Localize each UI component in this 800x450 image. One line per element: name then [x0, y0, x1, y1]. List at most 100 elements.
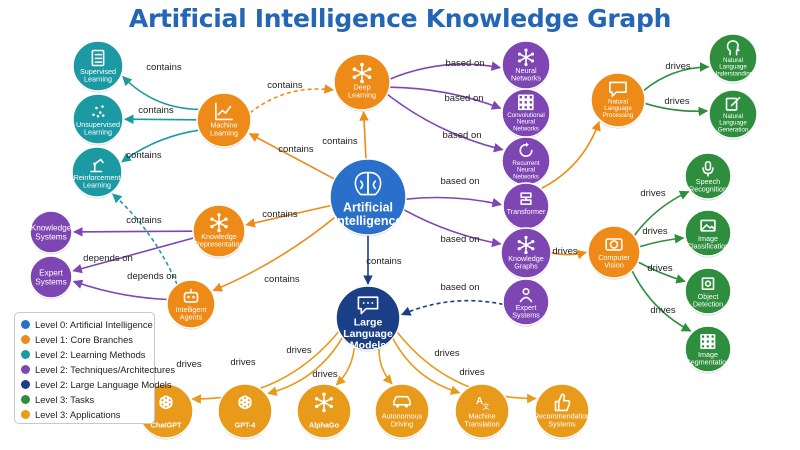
pencil-icon: [725, 96, 741, 111]
legend-swatch: [21, 395, 30, 404]
chart-icon: [215, 102, 233, 121]
node-label: GPT-4: [235, 421, 256, 430]
edge-llm-mt: [392, 337, 461, 395]
edge-kr-ks: [73, 227, 194, 237]
node-label: Classification: [687, 242, 729, 251]
node-label: Expert: [516, 303, 537, 312]
edge-llm-chatgpt: [191, 330, 340, 404]
checklist-icon: [91, 49, 105, 67]
page-title: Artificial Intelligence Knowledge Graph: [128, 4, 672, 33]
edge-label: drives: [230, 357, 256, 368]
node-label: Object: [698, 292, 719, 301]
edge-agents-es2: [72, 279, 168, 301]
edge-cv-imgcls: [639, 234, 685, 248]
speech-bubble-icon: [609, 81, 627, 98]
nodes-icon: [314, 392, 334, 413]
node-label: Networks: [511, 74, 541, 83]
edge-ml-unsup: [124, 114, 198, 125]
edge-label: contains: [278, 144, 314, 155]
grid-icon: [700, 333, 716, 349]
edge-label: contains: [322, 136, 358, 147]
edge-cv-objdet: [637, 261, 686, 284]
node-label: Natural: [723, 113, 743, 120]
network-icon: [352, 62, 372, 84]
legend-swatch: [21, 350, 30, 359]
node-label: Neural: [517, 119, 535, 126]
edge-nlp-nlu: [642, 62, 710, 92]
legend-label: Level 0: Artificial Intelligence: [35, 319, 153, 330]
node-alphago[interactable]: AlphaGo: [296, 383, 352, 440]
node-gpt4[interactable]: GPT-4: [217, 383, 273, 440]
edge-dl-nn: [389, 61, 502, 80]
node-label: AlphaGo: [309, 421, 340, 430]
node-label: Agents: [180, 313, 203, 322]
edge-ai-ml: [248, 132, 335, 180]
node-label: Image: [698, 350, 718, 359]
node-label: Vision: [604, 261, 623, 270]
edge-label: contains: [366, 256, 402, 267]
edge-dl-cnn: [389, 86, 502, 110]
node-label: Intelligent: [176, 305, 207, 314]
legend-label: Level 3: Tasks: [35, 394, 95, 405]
edge-label: contains: [262, 209, 298, 220]
chat-icon: [357, 296, 379, 315]
edge-llm-gpt4: [267, 336, 344, 396]
thumbs-up-icon: [554, 393, 571, 412]
edge-label: contains: [146, 62, 182, 73]
legend-item: Level 0: Artificial Intelligence: [21, 317, 153, 332]
legend-item: Level 1: Core Branches: [21, 332, 148, 347]
node-label: Neural: [517, 167, 535, 174]
legend-item: Level 3: Tasks: [21, 392, 148, 407]
node-transformer[interactable]: Transformer: [502, 182, 550, 231]
edge-ai-kg: [403, 208, 502, 248]
graph-icon: [517, 235, 535, 255]
node-label: Knowledge: [201, 232, 237, 241]
edge-nlp-nlg: [644, 102, 709, 117]
edge-label: drives: [312, 369, 338, 380]
image-icon: [700, 219, 716, 232]
microphone-icon: [702, 160, 714, 177]
edge-llm-auto: [378, 348, 393, 385]
node-label: Learning: [83, 181, 111, 190]
edge-label: drives: [665, 61, 691, 72]
openai-icon: [159, 395, 173, 410]
node-label: Image: [698, 234, 718, 243]
node-label: Understanding: [713, 70, 754, 77]
edge-label: contains: [126, 215, 162, 226]
edge-label: based on: [442, 130, 481, 141]
node-label: Detection: [693, 300, 723, 309]
node-label: Learning: [348, 91, 376, 100]
svg-text:文: 文: [482, 402, 490, 411]
edge-ai-transformer: [405, 196, 502, 208]
node-label: Graphs: [514, 262, 538, 271]
node-label: Speech: [696, 177, 720, 186]
